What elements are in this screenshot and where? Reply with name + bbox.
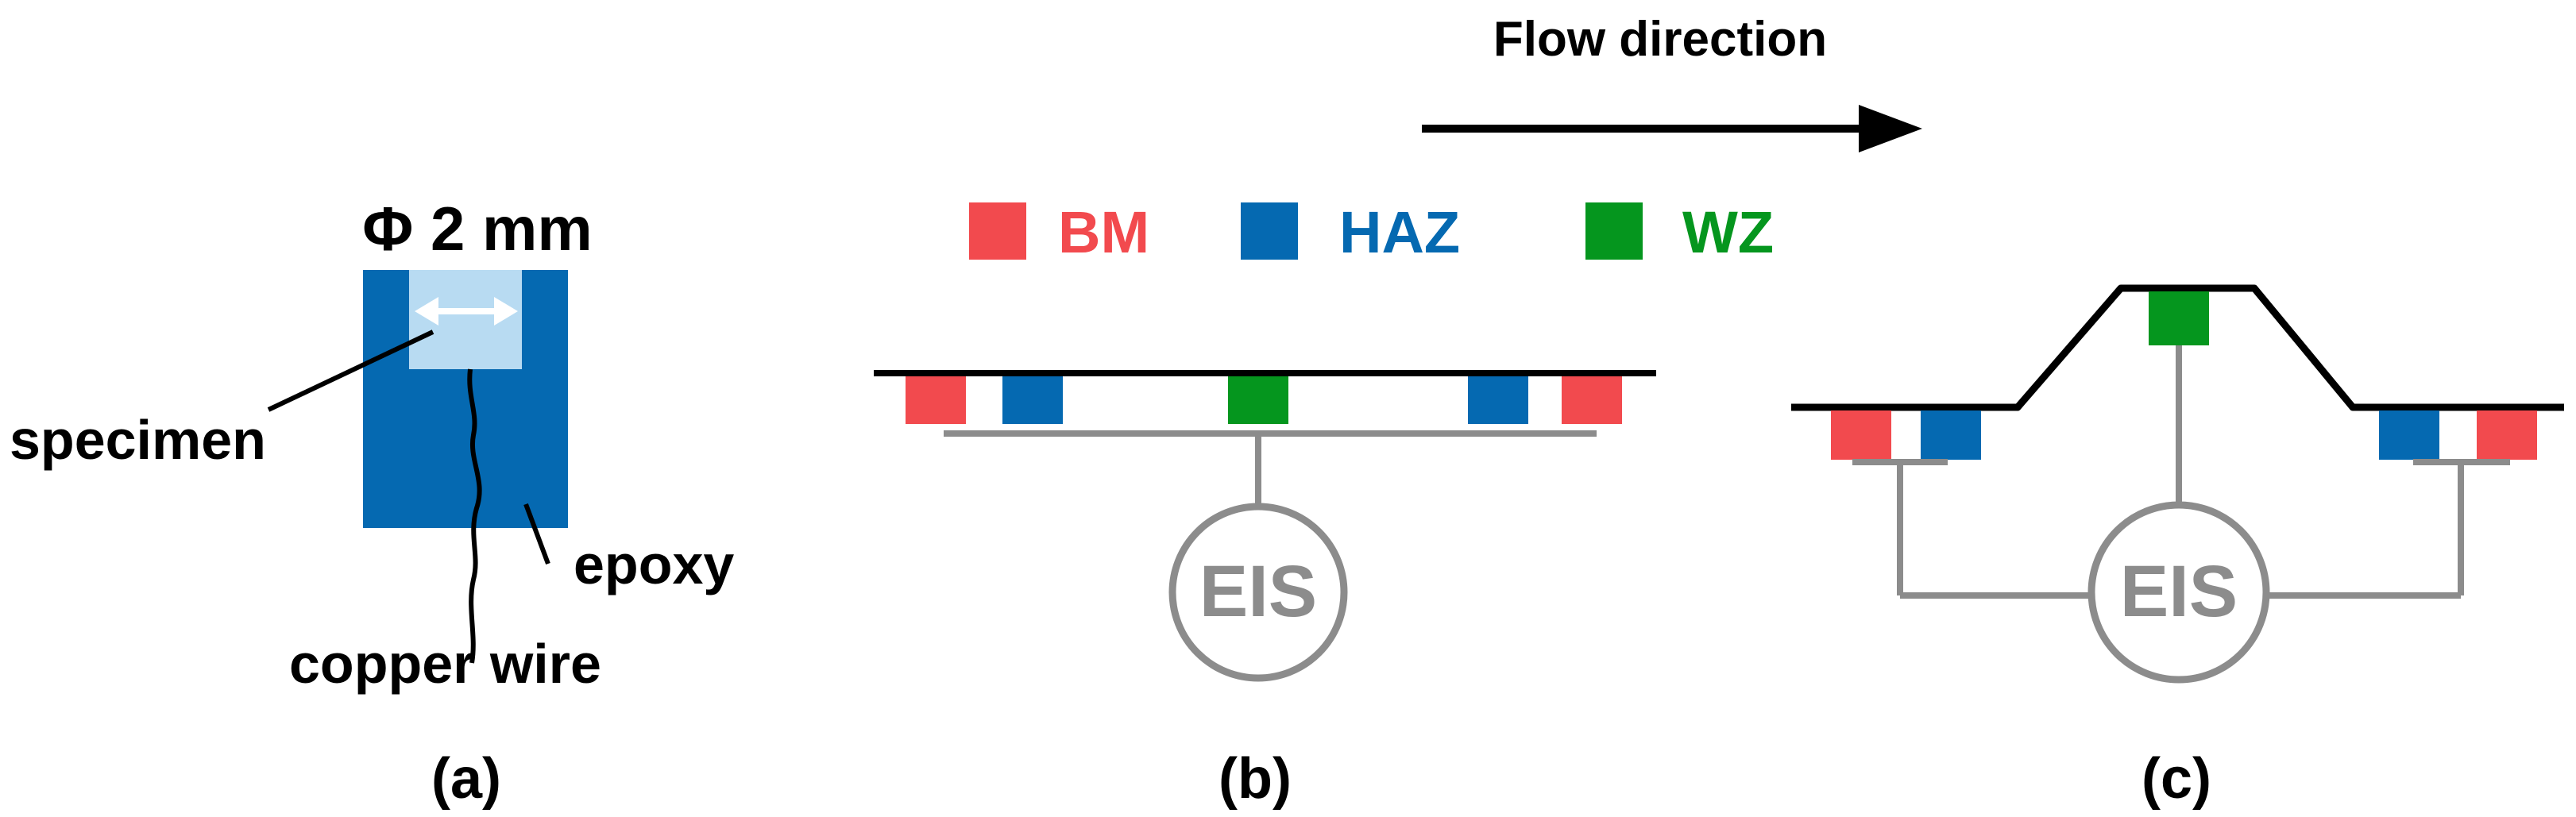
electrode-haz-left [1002,376,1063,424]
legend: BM HAZ WZ [969,199,1774,265]
legend-wz-label: WZ [1682,199,1774,265]
eis-label: EIS [2120,551,2238,632]
caption-b: (b) [1218,747,1292,811]
eis-label: EIS [1199,551,1317,632]
copper-wire [467,368,482,664]
eis-instrument [2087,501,2270,684]
legend-wz-swatch [1585,202,1643,260]
specimen-block [409,270,522,369]
electrode-wz [1228,376,1288,424]
caption-c: (c) [2142,747,2211,811]
electrode-haz-left [1921,410,1981,460]
caption-a: (a) [431,747,501,811]
dimension-label: Φ 2 mm [362,194,592,264]
electrode-bm-right [1562,376,1622,424]
legend-haz-swatch [1241,202,1298,260]
flow-direction-arrow [1422,105,1922,152]
panel-b: EIS (b) [874,370,1656,811]
flow-direction-label: Flow direction [1493,12,1827,67]
legend-bm-label: BM [1058,199,1149,265]
electrode-bm-left [906,376,966,424]
legend-bm-swatch [969,202,1026,260]
copper-wire-label: copper wire [289,633,601,695]
epoxy-leader-line [523,503,550,565]
panel-c: EIS (c) [1791,284,2564,811]
electrode-bm-left [1831,410,1891,460]
eis-wiring [1852,345,2510,599]
electrode-haz-right [1468,376,1528,424]
electrode-haz-right [2379,410,2439,460]
panel-a: Φ 2 mm specimen epoxy copper wire (a) [10,194,734,811]
specimen-leader-line [267,329,434,412]
legend-haz-label: HAZ [1339,199,1460,265]
epoxy-label: epoxy [574,534,734,595]
electrode-wz [2149,291,2209,345]
eis-wiring [944,430,1597,507]
eis-instrument [1168,503,1348,682]
diameter-arrow [415,297,518,326]
specimen-label: specimen [10,409,266,471]
electrode-bm-right [2477,410,2537,460]
surface-profile [1791,284,2564,411]
